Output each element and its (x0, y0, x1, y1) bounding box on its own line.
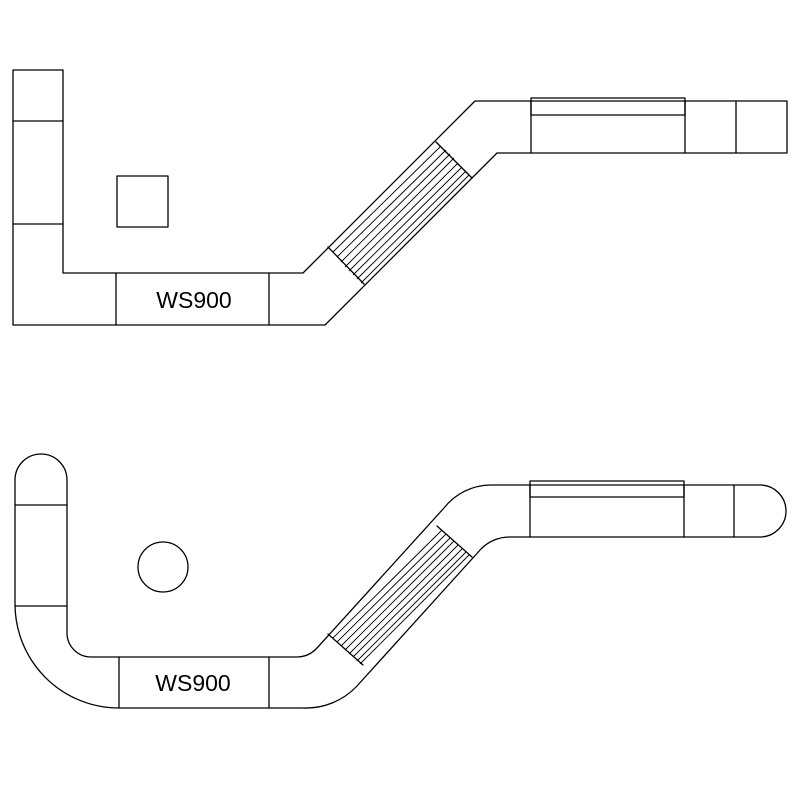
rounded-top-panel-strip (529, 480, 685, 498)
rounded-diagonal-panel (327, 525, 473, 666)
square-layout-outline (12, 69, 788, 326)
rounded-layout-outline (14, 453, 787, 709)
rounded-layout-label: WS900 (155, 670, 230, 696)
layout-rounded: WS900 (14, 453, 787, 709)
square-layout-label: WS900 (156, 287, 231, 313)
circle-marker (137, 541, 189, 593)
square-diagonal-panel (327, 141, 473, 285)
square-marker (116, 175, 169, 228)
layout-square: WS900 (12, 69, 788, 326)
